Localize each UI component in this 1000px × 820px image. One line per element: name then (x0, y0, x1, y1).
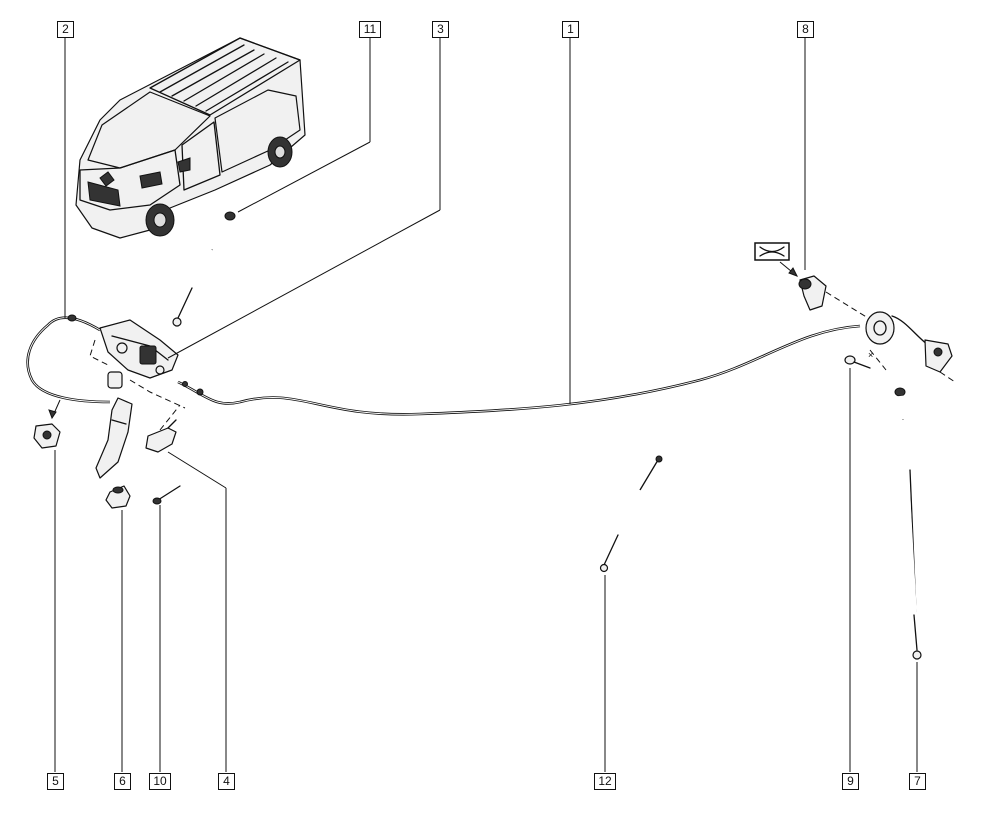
callout-12: 12 (594, 773, 616, 790)
label-plate (754, 242, 790, 261)
callout-9: 9 (842, 773, 859, 790)
clip-part-4 (145, 404, 181, 453)
callout-11: 11 (359, 21, 381, 38)
gas-strut-part-12 (599, 455, 663, 573)
release-cable-part-1 (177, 324, 861, 416)
nut-part-6 (105, 485, 131, 509)
callout-8: 8 (797, 21, 814, 38)
svg-text:×: × (868, 350, 873, 360)
secondary-lock (865, 311, 956, 383)
gas-strut-part-11 (172, 211, 236, 327)
handle-cable-part-2 (26, 314, 111, 404)
callout-1: 1 (562, 21, 579, 38)
screw-part-10 (152, 485, 181, 505)
callout-6: 6 (114, 773, 131, 790)
callout-5: 5 (47, 773, 64, 790)
callout-10: 10 (149, 773, 171, 790)
callout-4: 4 (218, 773, 235, 790)
callout-7: 7 (909, 773, 926, 790)
bracket-part-8 (779, 261, 869, 319)
bolt-part-9: × (844, 349, 887, 371)
gas-strut-part-7 (894, 387, 922, 660)
release-handle (95, 371, 133, 479)
callout-2: 2 (57, 21, 74, 38)
callout-3: 3 (432, 21, 449, 38)
bonnet-lock-part-3 (89, 319, 186, 409)
van-illustration (75, 37, 306, 239)
leader-lines (54, 37, 918, 772)
clip-part-5 (33, 399, 61, 449)
